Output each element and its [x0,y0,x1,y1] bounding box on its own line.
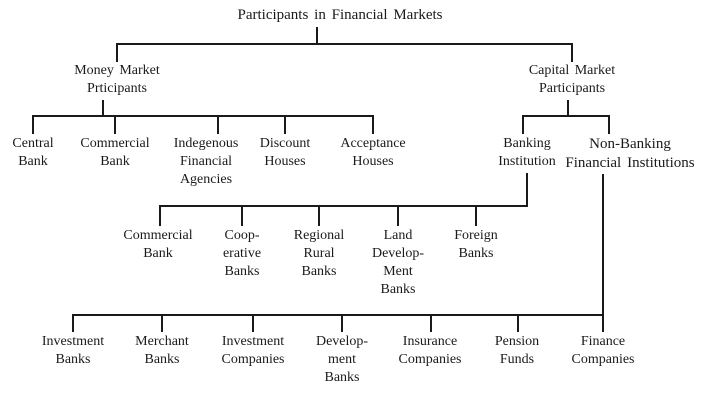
connector-banking-institution-drop [522,115,524,134]
node-commercial-bank-b: Commercial Bank [123,228,193,261]
node-capital-market-participants: Capital Market Participants [528,63,616,96]
connector-regional-rural-banks-drop [318,205,320,226]
node-foreign-banks: Foreign Banks [454,228,498,261]
node-banking-institution: Banking Institution [498,136,556,169]
connector-acceptance-houses-drop [372,115,374,134]
connector-merchant-banks-drop [161,314,163,332]
node-non-banking-financial-institutions: Non-Banking Financial Institutions [565,136,695,171]
connector-non-banking-hline [72,314,604,316]
connector-land-development-banks-drop [397,205,399,226]
connector-insurance-companies-drop [430,314,432,332]
node-pension-funds: Pension Funds [494,334,540,367]
node-development-banks: Develop- ment Banks [315,334,369,385]
node-land-development-banks: Land Develop- Ment Banks [371,228,425,297]
connector-money-market-drop [102,100,104,116]
node-indegenous-financial-agencies: Indegenous Financial Agencies [173,136,239,187]
connector-capital-market-riser [571,43,573,62]
connector-cooperative-banks-drop [241,205,243,226]
connector-central-bank-drop [32,115,34,134]
connector-capital-market-hline [522,115,610,117]
node-finance-companies: Finance Companies [571,334,635,367]
node-merchant-banks: Merchant Banks [135,334,189,367]
connector-level1-hline [116,43,573,45]
connector-money-market-riser [116,43,118,62]
connector-non-banking-subdrop [602,174,604,332]
connector-development-banks-drop [341,314,343,332]
connector-discount-houses-drop [284,115,286,134]
connector-investment-companies-drop [252,314,254,332]
connector-non-banking-drop [608,115,610,134]
connector-indegenous-drop [217,115,219,134]
node-central-bank: Central Bank [12,136,54,169]
connector-money-market-hline [32,115,374,117]
node-participants-in-financial-markets: Participants in Financial Markets [237,7,443,23]
node-cooperative-banks: Coop- erative Banks [222,228,262,279]
connector-banking-hline [159,205,528,207]
connector-pension-funds-drop [517,314,519,332]
connector-investment-banks-drop [72,314,74,332]
node-investment-banks: Investment Banks [41,334,105,367]
connector-foreign-banks-drop [475,205,477,226]
connector-banking-subdrop [526,173,528,206]
connector-capital-market-drop [567,100,569,116]
node-investment-companies: Investment Companies [221,334,285,367]
node-insurance-companies: Insurance Companies [398,334,462,367]
node-acceptance-houses: Acceptance Houses [340,136,406,169]
node-money-market-participants: Money Market Prticipants [74,63,160,96]
connector-root-drop [316,27,318,44]
connector-commercial-bank-drop [114,115,116,134]
node-commercial-bank-mm: Commercial Bank [80,136,150,169]
node-regional-rural-banks: Regional Rural Banks [293,228,345,279]
node-discount-houses: Discount Houses [259,136,311,169]
connector-commercial-bank-b-drop [159,205,161,226]
